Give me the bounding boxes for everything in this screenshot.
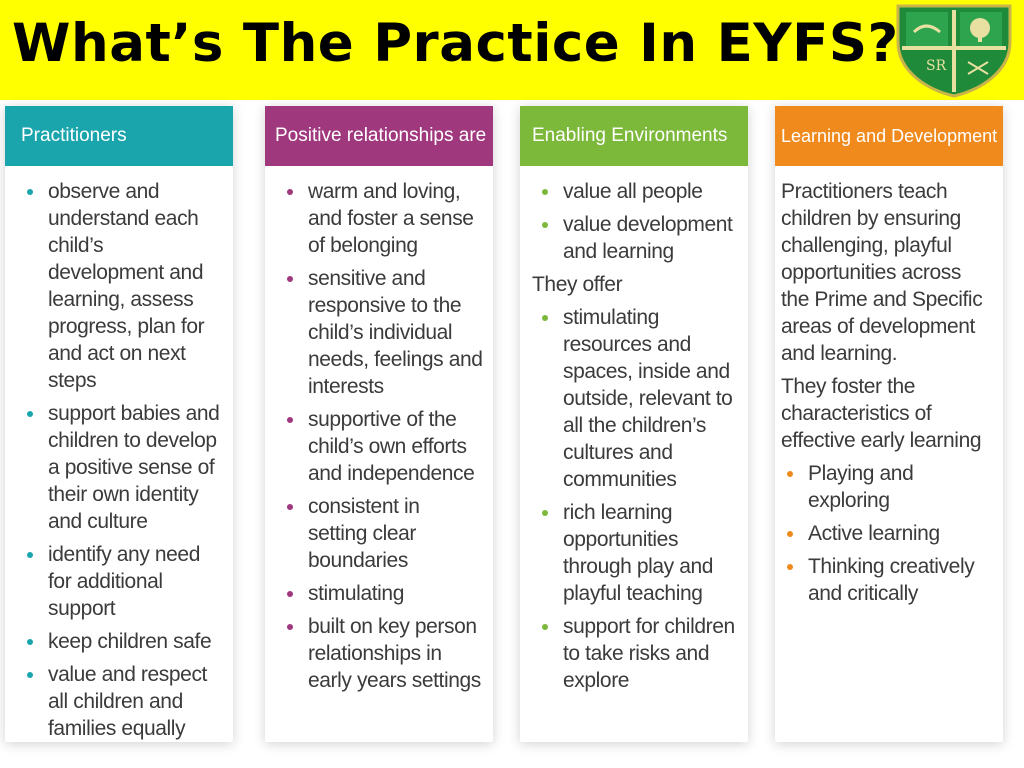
list-item: stimulating resources and spaces, inside… [536,304,738,493]
list-item: observe and understand each child’s deve… [21,178,223,394]
svg-text:SR: SR [926,58,947,74]
title-banner: What’s The Practice In EYFS? SR [0,0,1024,100]
card-heading: Learning and Development [775,106,1003,166]
list-item: consistent in setting clear boundaries [281,493,483,574]
card-practitioners: Practitioners observe and understand eac… [5,106,233,742]
list-item: support babies and children to develop a… [21,400,223,535]
bullet-list: value all people value development and l… [536,178,738,265]
bullet-list: warm and loving, and foster a sense of b… [281,178,483,694]
list-item: warm and loving, and foster a sense of b… [281,178,483,259]
card-enabling-environments: Enabling Environments value all people v… [520,106,748,742]
card-heading: Enabling Environments [520,106,748,166]
list-item: sensitive and responsive to the child’s … [281,265,483,400]
card-positive-relationships: Positive relationships are warm and lovi… [265,106,493,742]
list-item: support for children to take risks and e… [536,613,738,694]
paragraph: Practitioners teach children by ensuring… [781,180,983,365]
list-item: identify any need for additional support [21,541,223,622]
list-item: value all people [536,178,738,205]
list-item: value and respect all children and famil… [21,661,223,742]
page-title: What’s The Practice In EYFS? [12,13,899,74]
list-item: supportive of the child’s own efforts an… [281,406,483,487]
card-heading: Positive relationships are [265,106,493,166]
list-item: rich learning opportunities through play… [536,499,738,607]
list-item: built on key person relationships in ear… [281,613,483,694]
school-crest-icon: SR [896,4,1012,98]
list-item: value development and learning [536,211,738,265]
list-item: Thinking creatively and critically [781,553,993,607]
bullet-list: stimulating resources and spaces, inside… [536,304,738,694]
bullet-list: observe and understand each child’s deve… [21,178,223,742]
list-item: Active learning [781,520,993,547]
list-item: keep children safe [21,628,223,655]
card-heading: Practitioners [5,106,233,166]
paragraph: They foster the characteristics of effec… [781,375,982,452]
list-item: stimulating [281,580,483,607]
bullet-list: Playing and exploring Active learning Th… [781,460,993,607]
list-item: Playing and exploring [781,460,993,514]
card-learning-development: Learning and Development Practitioners t… [775,106,1003,742]
subheading: They offer [532,273,623,296]
